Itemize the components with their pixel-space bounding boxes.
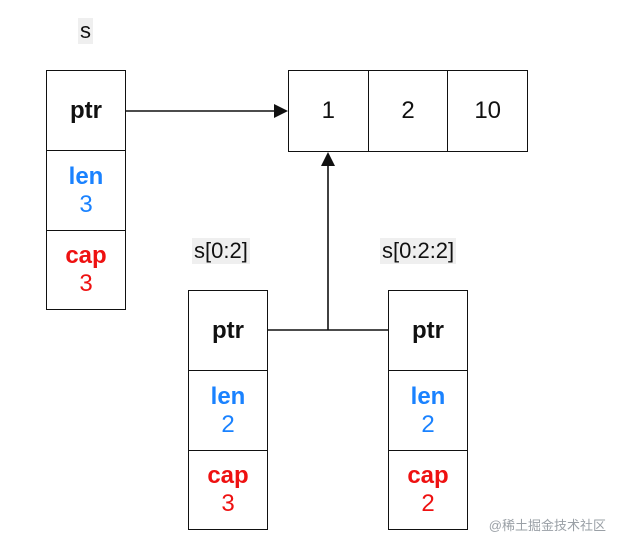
shared-ptr-arrowhead (321, 152, 335, 166)
array-element: 1 (289, 71, 369, 151)
slice-s022-label: s[0:2:2] (380, 238, 457, 264)
ptr-field: ptr (189, 291, 267, 371)
watermark: @稀土掘金技术社区 (488, 518, 606, 533)
ptr-field: ptr (47, 71, 125, 151)
s-ptr-arrowhead (274, 104, 288, 118)
array-element: 10 (474, 97, 502, 124)
slice-s-label: s (78, 18, 93, 44)
array-element: 2 (369, 71, 449, 151)
underlying-array: 1 2 10 (288, 70, 528, 152)
slice-s02-label: s[0:2] (192, 238, 250, 264)
ptr-field: ptr (389, 291, 467, 371)
